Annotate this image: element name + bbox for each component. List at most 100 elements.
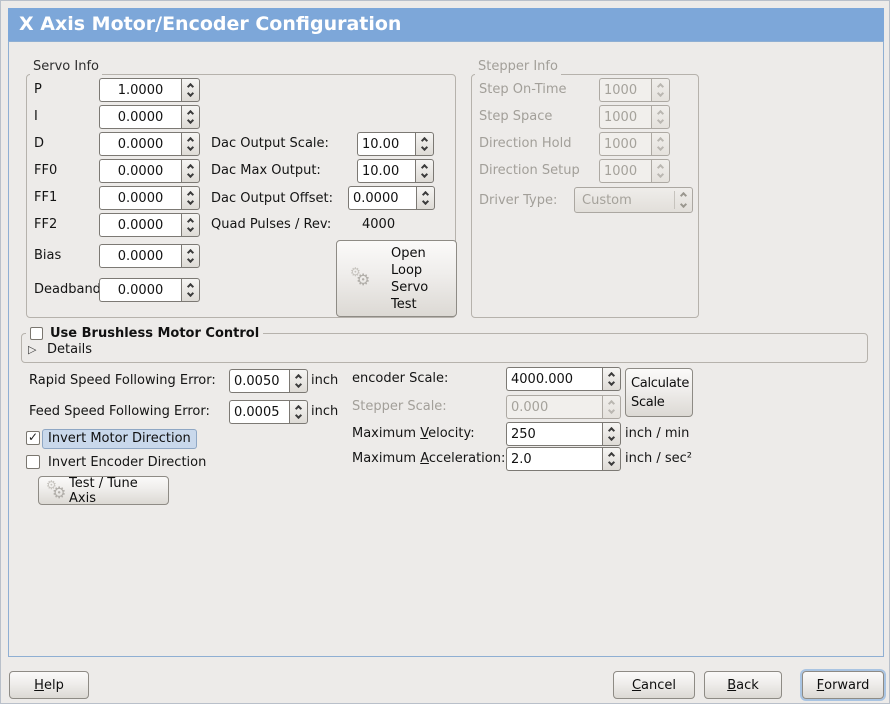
open-loop-button-label: Open Loop Servo Test (391, 245, 429, 312)
max-acceleration-input[interactable] (506, 447, 602, 471)
spin-buttons[interactable] (181, 213, 200, 237)
invert-encoder-label[interactable]: Invert Encoder Direction (48, 455, 207, 470)
servo-ff1-label: FF1 (34, 190, 58, 205)
spin-buttons[interactable] (181, 244, 200, 268)
gears-icon: ⚙⚙ (350, 264, 371, 289)
dac-output-offset-label: Dac Output Offset: (211, 191, 333, 206)
step-space-input (599, 105, 651, 129)
quad-pulses-label: Quad Pulses / Rev: (211, 217, 332, 232)
servo-deadband-label: Deadband (34, 282, 101, 297)
rapid-following-error-unit: inch (311, 373, 339, 388)
dac-output-scale-spinbox (357, 132, 434, 156)
details-expander[interactable]: Details (47, 342, 93, 357)
max-acceleration-label: Maximum Acceleration: (352, 451, 506, 466)
spin-buttons[interactable] (289, 400, 308, 424)
max-velocity-label: Maximum Velocity: (352, 426, 475, 441)
spin-buttons[interactable] (602, 422, 621, 446)
servo-ff0-label: FF0 (34, 163, 58, 178)
dac-output-scale-label: Dac Output Scale: (211, 136, 329, 151)
rapid-following-error-label: Rapid Speed Following Error: (29, 373, 216, 388)
stepper-info-frame (471, 74, 699, 318)
encoder-scale-label: encoder Scale: (352, 371, 449, 386)
step-on-time-spinbox (599, 78, 670, 102)
servo-d-spinbox (99, 132, 200, 156)
max-velocity-unit: inch / min (625, 426, 690, 441)
page-title: X Axis Motor/Encoder Configuration (8, 8, 884, 41)
encoder-scale-input[interactable] (506, 367, 602, 391)
calculate-scale-button[interactable]: Calculate Scale (625, 368, 693, 417)
spin-buttons[interactable] (602, 367, 621, 391)
servo-p-label: P (34, 82, 42, 97)
servo-deadband-spinbox (99, 278, 200, 302)
spin-buttons[interactable] (415, 159, 434, 183)
calculate-scale-label: Calculate Scale (631, 375, 690, 410)
dac-max-output-spinbox (357, 159, 434, 183)
rapid-following-error-input[interactable] (229, 369, 289, 393)
direction-setup-label: Direction Setup (479, 163, 580, 178)
direction-hold-spinbox (599, 132, 670, 156)
invert-motor-checkbox[interactable] (26, 430, 40, 445)
gears-icon: ⚙⚙ (46, 477, 67, 502)
spin-buttons[interactable] (181, 278, 200, 302)
servo-d-label: D (34, 136, 45, 151)
spin-buttons[interactable] (416, 186, 435, 210)
feed-following-error-spinbox (229, 400, 308, 424)
servo-i-input[interactable] (99, 105, 181, 129)
servo-ff1-input[interactable] (99, 186, 181, 210)
spin-buttons[interactable] (181, 78, 200, 102)
max-acceleration-spinbox (506, 447, 621, 471)
open-loop-servo-test-button[interactable]: ⚙⚙ Open Loop Servo Test (336, 240, 457, 317)
servo-ff2-input[interactable] (99, 213, 181, 237)
expander-arrow-icon[interactable]: ▷ (28, 343, 37, 356)
step-on-time-label: Step On-Time (479, 82, 567, 97)
spin-buttons[interactable] (181, 132, 200, 156)
servo-ff0-input[interactable] (99, 159, 181, 183)
spin-buttons[interactable] (602, 447, 621, 471)
max-acceleration-unit: inch / sec² (625, 451, 693, 466)
spin-buttons[interactable] (415, 132, 434, 156)
servo-bias-input[interactable] (99, 244, 181, 268)
spin-buttons (651, 132, 670, 156)
dac-output-offset-input[interactable] (348, 186, 416, 210)
invert-motor-label[interactable]: Invert Motor Direction (42, 429, 197, 449)
encoder-scale-spinbox (506, 367, 621, 391)
test-tune-button-label: Test / Tune Axis (69, 475, 138, 506)
spin-buttons[interactable] (181, 159, 200, 183)
spin-buttons[interactable] (181, 105, 200, 129)
servo-info-title: Servo Info (30, 59, 102, 75)
rapid-following-error-spinbox (229, 369, 308, 393)
use-brushless-checkbox[interactable] (30, 327, 43, 340)
driver-type-select: Custom (574, 187, 693, 213)
dac-max-output-input[interactable] (357, 159, 415, 183)
brushless-header: Use Brushless Motor Control (26, 325, 264, 342)
max-velocity-input[interactable] (506, 422, 602, 446)
spin-buttons[interactable] (181, 186, 200, 210)
invert-encoder-checkbox[interactable] (26, 455, 40, 469)
spin-buttons (651, 159, 670, 183)
stepper-scale-input (506, 395, 602, 419)
servo-ff2-label: FF2 (34, 217, 58, 232)
servo-ff0-spinbox (99, 159, 200, 183)
direction-hold-input (599, 132, 651, 156)
servo-p-input[interactable] (99, 78, 181, 102)
test-tune-axis-button[interactable]: ⚙⚙ Test / Tune Axis (38, 475, 169, 506)
step-space-spinbox (599, 105, 670, 129)
use-brushless-label[interactable]: Use Brushless Motor Control (50, 326, 260, 341)
spin-buttons[interactable] (289, 369, 308, 393)
servo-d-input[interactable] (99, 132, 181, 156)
servo-deadband-input[interactable] (99, 278, 181, 302)
dac-output-offset-spinbox (348, 186, 435, 210)
spin-buttons (651, 105, 670, 129)
dac-output-scale-input[interactable] (357, 132, 415, 156)
quad-pulses-value: 4000 (362, 217, 396, 232)
brushless-frame (21, 333, 868, 363)
stepper-scale-label: Stepper Scale: (352, 399, 447, 414)
spin-buttons (651, 78, 670, 102)
content-area (8, 41, 884, 657)
feed-following-error-input[interactable] (229, 400, 289, 424)
